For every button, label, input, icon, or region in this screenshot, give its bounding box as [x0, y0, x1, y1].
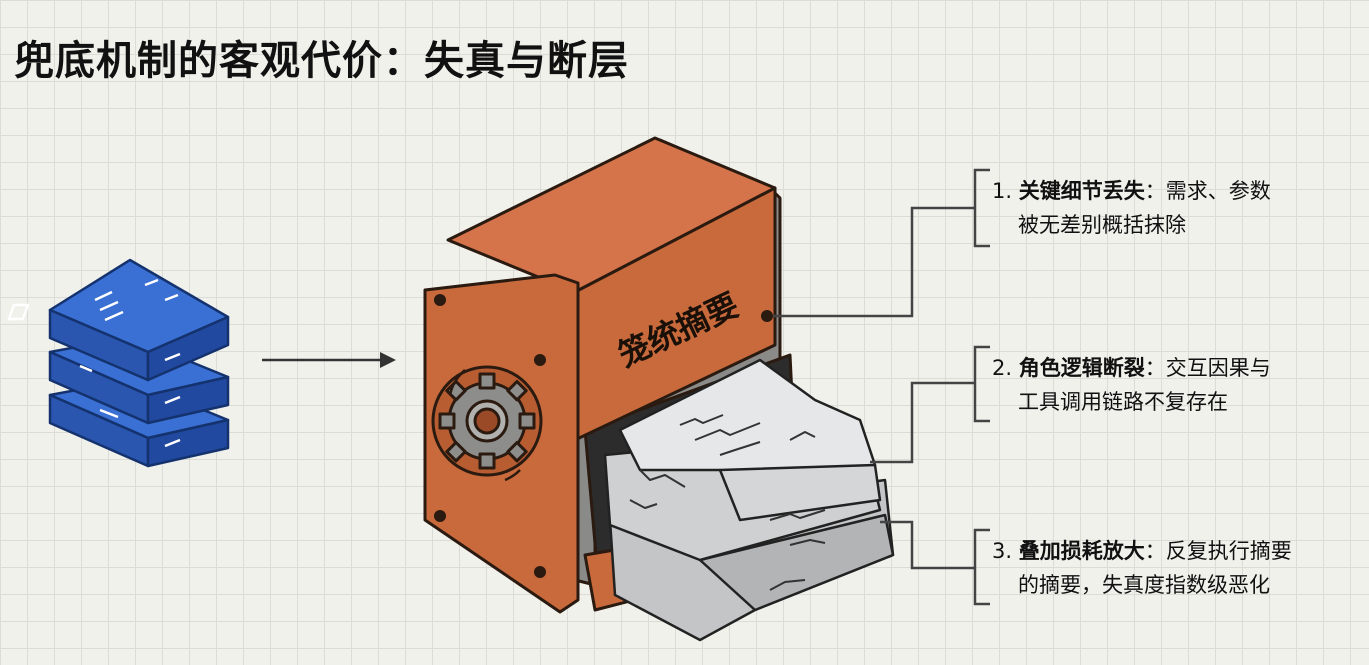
callout-number: 3.	[992, 539, 1013, 563]
callout-number: 2.	[992, 356, 1013, 380]
callout-2: 2. 角色逻辑断裂：交互因果与 工具调用链路不复存在	[992, 351, 1271, 419]
callout-heading: 角色逻辑断裂	[1018, 356, 1145, 380]
callout-text: 反复执行摘要	[1165, 539, 1292, 563]
input-arrow	[262, 352, 396, 368]
callout-1: 1. 关键细节丢失：需求、参数 被无差别概括抹除	[992, 174, 1271, 242]
document-stack-icon	[7, 258, 230, 468]
callout-number: 1.	[992, 179, 1013, 203]
callout-heading: 叠加损耗放大	[1018, 539, 1145, 563]
callout-separator: ：	[1144, 179, 1166, 203]
callout-text: 交互因果与	[1165, 356, 1271, 380]
callout-heading: 关键细节丢失	[1018, 179, 1145, 203]
broken-rock-output	[603, 358, 895, 642]
callout-3: 3. 叠加损耗放大：反复执行摘要 的摘要，失真度指数级恶化	[992, 534, 1292, 602]
callout-text-line2: 被无差别概括抹除	[1018, 213, 1186, 237]
callout-text-line2: 工具调用链路不复存在	[1018, 390, 1228, 414]
callout-text-line2: 的摘要，失真度指数级恶化	[1018, 573, 1270, 597]
callout-text: 需求、参数	[1165, 179, 1271, 203]
callout-separator: ：	[1144, 539, 1166, 563]
callout-connectors	[773, 168, 990, 606]
gear-icon	[438, 372, 536, 470]
callout-separator: ：	[1144, 356, 1166, 380]
page-title: 兜底机制的客观代价：失真与断层	[14, 38, 629, 84]
